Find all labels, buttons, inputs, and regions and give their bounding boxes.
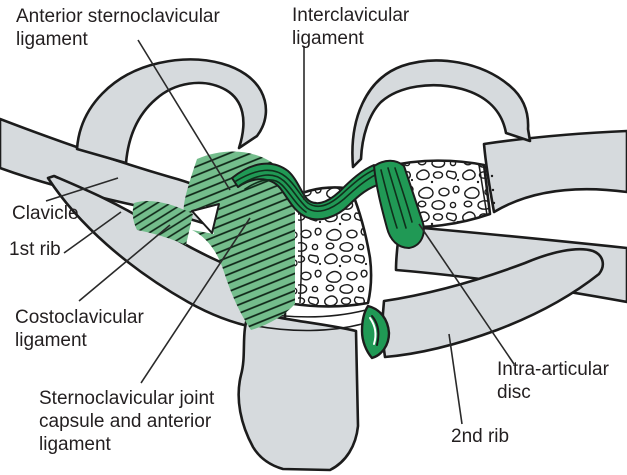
disc-fiber-2 (387, 167, 407, 229)
label-anterior-sternoclavicular-ligament: Anterior sternoclavicular ligament (16, 6, 220, 51)
right-first-rib-arch-shape (351, 59, 532, 169)
interclavicular-fiber-3 (244, 179, 307, 213)
right-clavicle-cut-line (478, 164, 488, 216)
sternoclavicular-capsule-ligament-shape (183, 151, 295, 330)
left-first-rib-arch-shape (75, 58, 268, 165)
label-costoclavicular-ligament: Costoclavicular ligament (15, 307, 144, 352)
costoclavicular-ligament-shape (132, 201, 193, 245)
sternum-body-shape (237, 309, 360, 472)
leader-lines (45, 39, 515, 425)
ligament-shapes (132, 151, 425, 360)
leader-anterior-sternoclavicular (137, 39, 231, 191)
leader-costoclavicular (78, 224, 171, 302)
disc-fiber-1 (380, 169, 398, 229)
right-clavicle-cut-dots (490, 174, 496, 205)
second-costal-junction-inner-dark (371, 315, 380, 346)
leader-intra-articular-disc (418, 223, 515, 365)
second-costal-junction-inner-light (369, 317, 377, 345)
label-intra-articular-disc: Intra-articular disc (497, 359, 609, 404)
manubriosternal-junction-line-lower (250, 323, 363, 332)
interclavicular-fiber-2 (239, 173, 378, 212)
manubrium-section-outline (285, 186, 373, 308)
right-second-rib-band-shape (381, 247, 605, 359)
leader-capsule (140, 217, 251, 384)
disc-fiber-3 (394, 167, 413, 223)
interclavicular-fiber-1 (235, 168, 377, 207)
label-first-rib: 1st rib (9, 239, 61, 260)
leader-first-rib (63, 211, 122, 254)
leader-second-rib (448, 333, 463, 425)
label-second-rib: 2nd rib (451, 426, 510, 447)
capsule-fenestration-hole (191, 203, 220, 234)
label-interclavicular-ligament: Interclavicular ligament (292, 5, 410, 50)
label-sternoclavicular-joint-capsule: Sternoclavicular joint capsule and anter… (39, 388, 215, 456)
right-clavicle-lateral-shape (482, 129, 627, 214)
label-clavicle: Clavicle (12, 203, 79, 224)
leader-clavicle (45, 177, 119, 202)
